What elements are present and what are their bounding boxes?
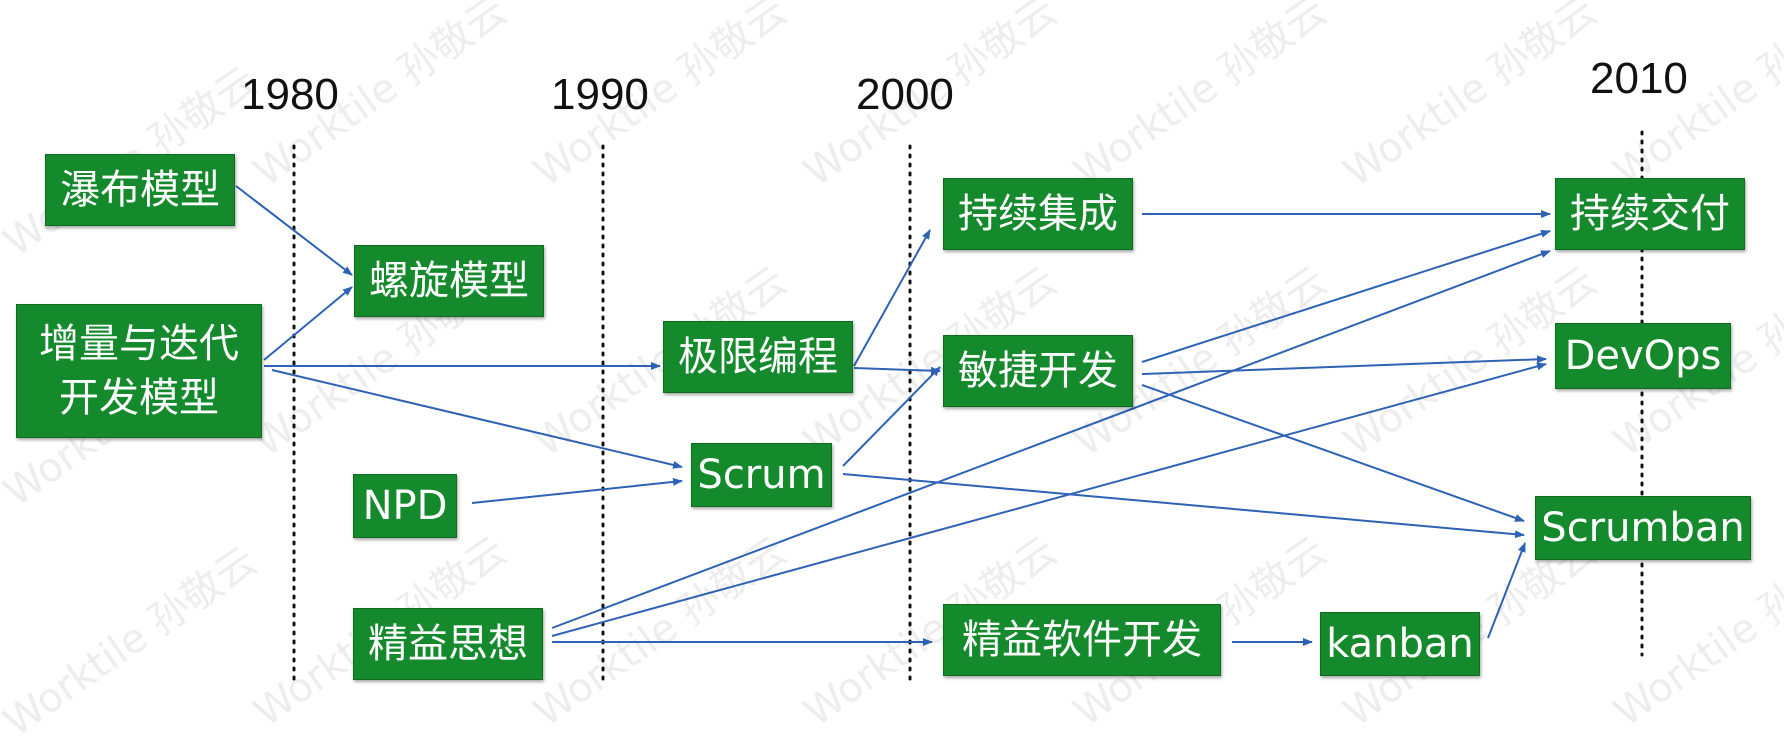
node-lean-thinking: 精益思想 [353, 608, 543, 680]
arrow-scrum-scrumban [842, 473, 1525, 539]
year-label-1990: 1990 [551, 70, 649, 119]
arrow-lean-devops [551, 362, 1547, 637]
node-agile-development: 敏捷开发 [943, 335, 1133, 407]
arrow-incremental-scrum [271, 369, 683, 469]
timeline-lines [292, 130, 1644, 685]
node-extreme-programming: 极限编程 [663, 321, 853, 393]
arrow-npd-scrum [471, 477, 683, 504]
node-npd: NPD [353, 474, 457, 538]
arrow-xp-ci [853, 229, 931, 367]
arrow-agile-cd [1141, 229, 1551, 363]
arrow-xp-agile [853, 366, 941, 375]
node-waterfall-model: 瀑布模型 [45, 154, 235, 226]
node-kanban: kanban [1320, 612, 1480, 676]
arrow-lean-cd [551, 250, 1551, 629]
arrow-incremental-spiral [263, 286, 353, 361]
year-label-1980: 1980 [241, 70, 339, 119]
arrow-agile-scrumban [1141, 384, 1525, 522]
arrow-scrum-agile [842, 366, 941, 467]
arrow-agile-devops [1141, 355, 1547, 375]
node-continuous-integration: 持续集成 [943, 178, 1133, 250]
node-spiral-model: 螺旋模型 [354, 245, 544, 317]
node-scrum: Scrum [691, 443, 832, 507]
arrow-waterfall-spiral [235, 185, 353, 276]
arrow-kanban-scrumban [1487, 542, 1526, 639]
year-label-2000: 2000 [856, 70, 954, 119]
diagram-edges [235, 130, 1644, 685]
node-scrumban: Scrumban [1535, 496, 1751, 560]
node-continuous-delivery: 持续交付 [1555, 178, 1745, 250]
arrows [235, 185, 1551, 646]
year-label-2010: 2010 [1590, 54, 1688, 103]
node-lean-software-development: 精益软件开发 [943, 604, 1221, 676]
node-devops: DevOps [1555, 323, 1731, 389]
node-incremental-iterative-model: 增量与迭代开发模型 [16, 304, 262, 438]
